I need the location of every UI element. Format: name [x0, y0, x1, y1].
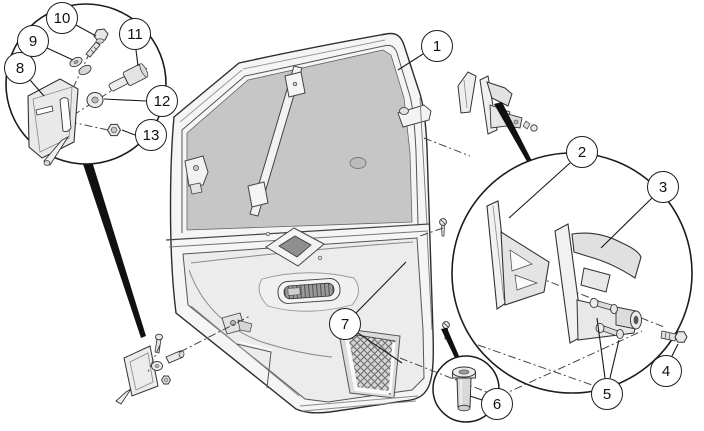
- door-pull-handle: [277, 278, 341, 304]
- callout-10: 10: [46, 2, 78, 34]
- callout-12-label: 12: [153, 92, 171, 110]
- window-glass: [186, 49, 413, 231]
- part-6-bushing: [452, 366, 476, 412]
- callout-13: 13: [135, 119, 167, 151]
- callout-1-label: 1: [432, 37, 442, 55]
- magnifier-arrow-bottom: [441, 328, 459, 358]
- callout-5: 5: [591, 378, 623, 410]
- callout-7: 7: [329, 308, 361, 340]
- upper-hinge-brackets-actual: [457, 71, 538, 135]
- callout-3: 3: [647, 171, 679, 203]
- callout-12: 12: [146, 85, 178, 117]
- lower-hinge-pin: [165, 350, 185, 364]
- window-latch: [397, 104, 432, 128]
- callout-4: 4: [650, 355, 682, 387]
- callout-8-label: 8: [15, 59, 25, 77]
- panel-diamond-bezel: [265, 227, 325, 267]
- callout-9-label: 9: [28, 32, 38, 50]
- callout-leader-lines: [29, 24, 679, 401]
- part-11-pin: [108, 63, 149, 92]
- magnifier-arrow-left: [82, 158, 146, 338]
- magnifier-arrow-right: [494, 102, 533, 165]
- callout-1: 1: [421, 30, 453, 62]
- part-8-bracket-plate: [27, 78, 79, 166]
- right-detail-parts: [486, 200, 688, 344]
- part-13-nut: [106, 123, 122, 137]
- callout-2: 2: [566, 136, 598, 168]
- left-detail-parts: [27, 28, 149, 166]
- callout-11-label: 11: [127, 25, 143, 43]
- lower-hinge-parts-actual: [115, 333, 185, 405]
- sill-lines: [299, 395, 419, 412]
- part-12-washer: [86, 92, 104, 108]
- frame-tube-highlight: [179, 39, 386, 123]
- part-3-bracket: [554, 223, 642, 344]
- callout-10-label: 10: [53, 9, 71, 27]
- door-edge-screw-upper: [439, 218, 447, 237]
- part-10-bolt: [85, 28, 109, 58]
- right-pillar-lines: [419, 97, 433, 331]
- callout-9: 9: [17, 25, 49, 57]
- callout-6: 6: [481, 388, 513, 420]
- callout-13-label: 13: [142, 126, 160, 144]
- part-7-net-pocket: [337, 327, 401, 399]
- upper-bracket-screw: [522, 120, 538, 132]
- window-brace-bar: [247, 65, 306, 217]
- callout-4-label: 4: [661, 362, 671, 380]
- frame-hinge: [184, 155, 209, 195]
- callout-6-label: 6: [492, 395, 502, 413]
- callout-8: 8: [4, 52, 36, 84]
- glass-hole: [349, 157, 367, 169]
- callout-3-label: 3: [658, 178, 668, 196]
- callout-5-label: 5: [602, 385, 612, 403]
- part-5-screws: [589, 297, 624, 340]
- part-1-door-assembly: [165, 32, 450, 414]
- lower-hinge-nut: [160, 375, 172, 385]
- panel-step-highlight: [238, 341, 273, 351]
- check-strap-bracket: [221, 312, 253, 335]
- panel-step-line: [236, 343, 272, 389]
- part-2-bracket: [486, 200, 550, 310]
- callout-7-label: 7: [340, 315, 350, 333]
- callout-11: 11: [119, 18, 151, 50]
- door-trim-panel: [182, 227, 425, 412]
- callout-2-label: 2: [577, 143, 587, 161]
- part-4-bolt: [660, 330, 688, 343]
- lower-hinge-bolt: [154, 333, 163, 354]
